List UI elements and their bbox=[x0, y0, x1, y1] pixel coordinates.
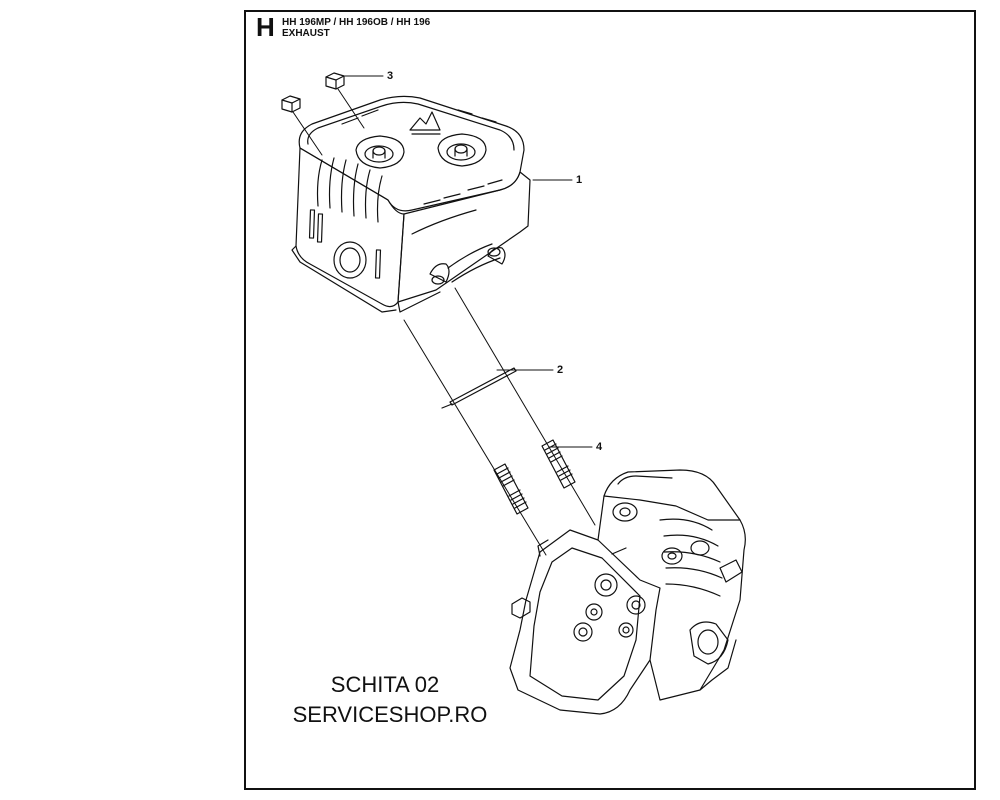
muffler bbox=[291, 95, 531, 313]
section-title: EXHAUST bbox=[282, 28, 330, 39]
callout-4: 4 bbox=[596, 441, 603, 453]
gasket bbox=[441, 367, 517, 409]
stud-left bbox=[493, 463, 529, 515]
model-title: HH 196MP / HH 196OB / HH 196 bbox=[282, 17, 431, 28]
nut-left bbox=[281, 95, 301, 113]
callout-3: 3 bbox=[387, 70, 394, 82]
shop-label: SERVICESHOP.RO bbox=[292, 702, 488, 727]
assembly-axis-lines bbox=[292, 88, 596, 556]
drawing-frame bbox=[244, 10, 976, 790]
callout-1: 1 bbox=[576, 174, 583, 186]
callout-2: 2 bbox=[557, 364, 564, 376]
callout-leaders bbox=[344, 75, 593, 448]
stud-right bbox=[541, 439, 576, 489]
section-letter: H bbox=[256, 12, 275, 42]
sketch-label: SCHITA 02 bbox=[330, 672, 440, 697]
nut-right bbox=[325, 72, 345, 90]
cylinder-head bbox=[509, 469, 746, 715]
